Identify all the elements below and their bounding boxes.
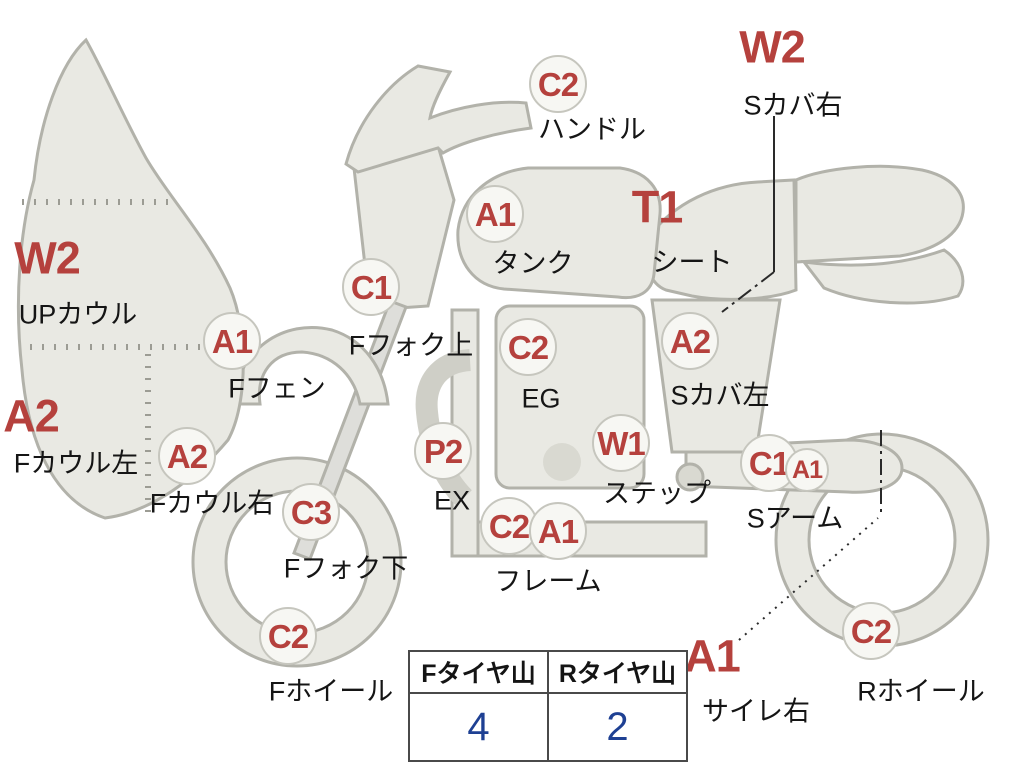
part-label-front-fork-lower: Fフォク下 (283, 553, 409, 584)
front-tire-tread-value: 4 (408, 692, 549, 762)
part-label-step: ステップ (603, 478, 711, 509)
part-label-front-fender: Fフェン (228, 373, 326, 404)
part-label-rear-wheel: Rホイール (857, 676, 985, 707)
front-tire-tread-header: Fタイヤ山 (408, 650, 549, 694)
part-label-front-fork-upper: Fフォク上 (348, 330, 474, 361)
part-label-handlebar: ハンドル (538, 114, 646, 145)
grade-exhaust: P2 (414, 422, 472, 480)
part-label-engine: EG (521, 383, 561, 414)
part-label-front-wheel: Fホイール (268, 676, 394, 707)
tail-shape (794, 164, 965, 264)
step-shape (675, 462, 705, 492)
grade-silencer-right: A1 (684, 630, 741, 682)
part-label-swingarm: Sアーム (746, 503, 844, 534)
rear-fender-shape (800, 248, 965, 305)
engine-case (543, 443, 581, 481)
grade-rear-wheel: C2 (842, 602, 900, 660)
annotation-lines (721, 116, 882, 641)
grade-front-fork-upper: C1 (342, 258, 400, 316)
grade-side-cover-right: W2 (739, 21, 805, 73)
cowl-seam-lines (22, 199, 234, 516)
grade-front-fender: A1 (203, 312, 261, 370)
part-label-tank: タンク (492, 248, 574, 279)
grade-frame-sub: A1 (529, 502, 587, 560)
part-label-silencer-right: サイレ右 (702, 696, 810, 727)
part-label-seat: シート (651, 247, 733, 278)
tire-tread-table: Fタイヤ山 Rタイヤ山 4 2 (408, 650, 688, 762)
side-cover-right-dashdot (721, 271, 775, 313)
front-cowl-shape (16, 37, 245, 520)
grade-seat: T1 (631, 181, 684, 233)
grade-engine: C2 (499, 318, 557, 376)
rear-tire-tread-header: Rタイヤ山 (547, 650, 688, 694)
handlebar-shape (344, 64, 533, 174)
rear-tire-tread-value: 2 (547, 692, 688, 762)
grade-front-fork-lower: C3 (282, 483, 340, 541)
grade-step: W1 (592, 414, 650, 472)
part-label-front-cowl-left: Fカウル左 (13, 448, 139, 479)
front-fender-shape (232, 326, 390, 406)
part-label-frame-sub: フレーム (494, 566, 602, 597)
grade-side-cover-left: A2 (661, 312, 719, 370)
grade-front-wheel: C2 (259, 607, 317, 665)
part-label-front-cowl-right: Fカウル右 (149, 488, 275, 519)
part-label-side-cover-left: Sカバ左 (670, 380, 770, 411)
part-label-exhaust: EX (433, 485, 471, 516)
grade-front-cowl-left: A2 (3, 390, 60, 442)
part-label-side-cover-right: Sカバ右 (743, 90, 843, 121)
part-label-upper-cowl: UPカウル (18, 299, 138, 330)
grade-front-cowl-right: A2 (158, 427, 216, 485)
grade-handlebar: C2 (529, 55, 587, 113)
grade-swingarm-sub: A1 (785, 448, 829, 492)
grade-upper-cowl: W2 (14, 232, 80, 284)
grade-tank: A1 (466, 185, 524, 243)
